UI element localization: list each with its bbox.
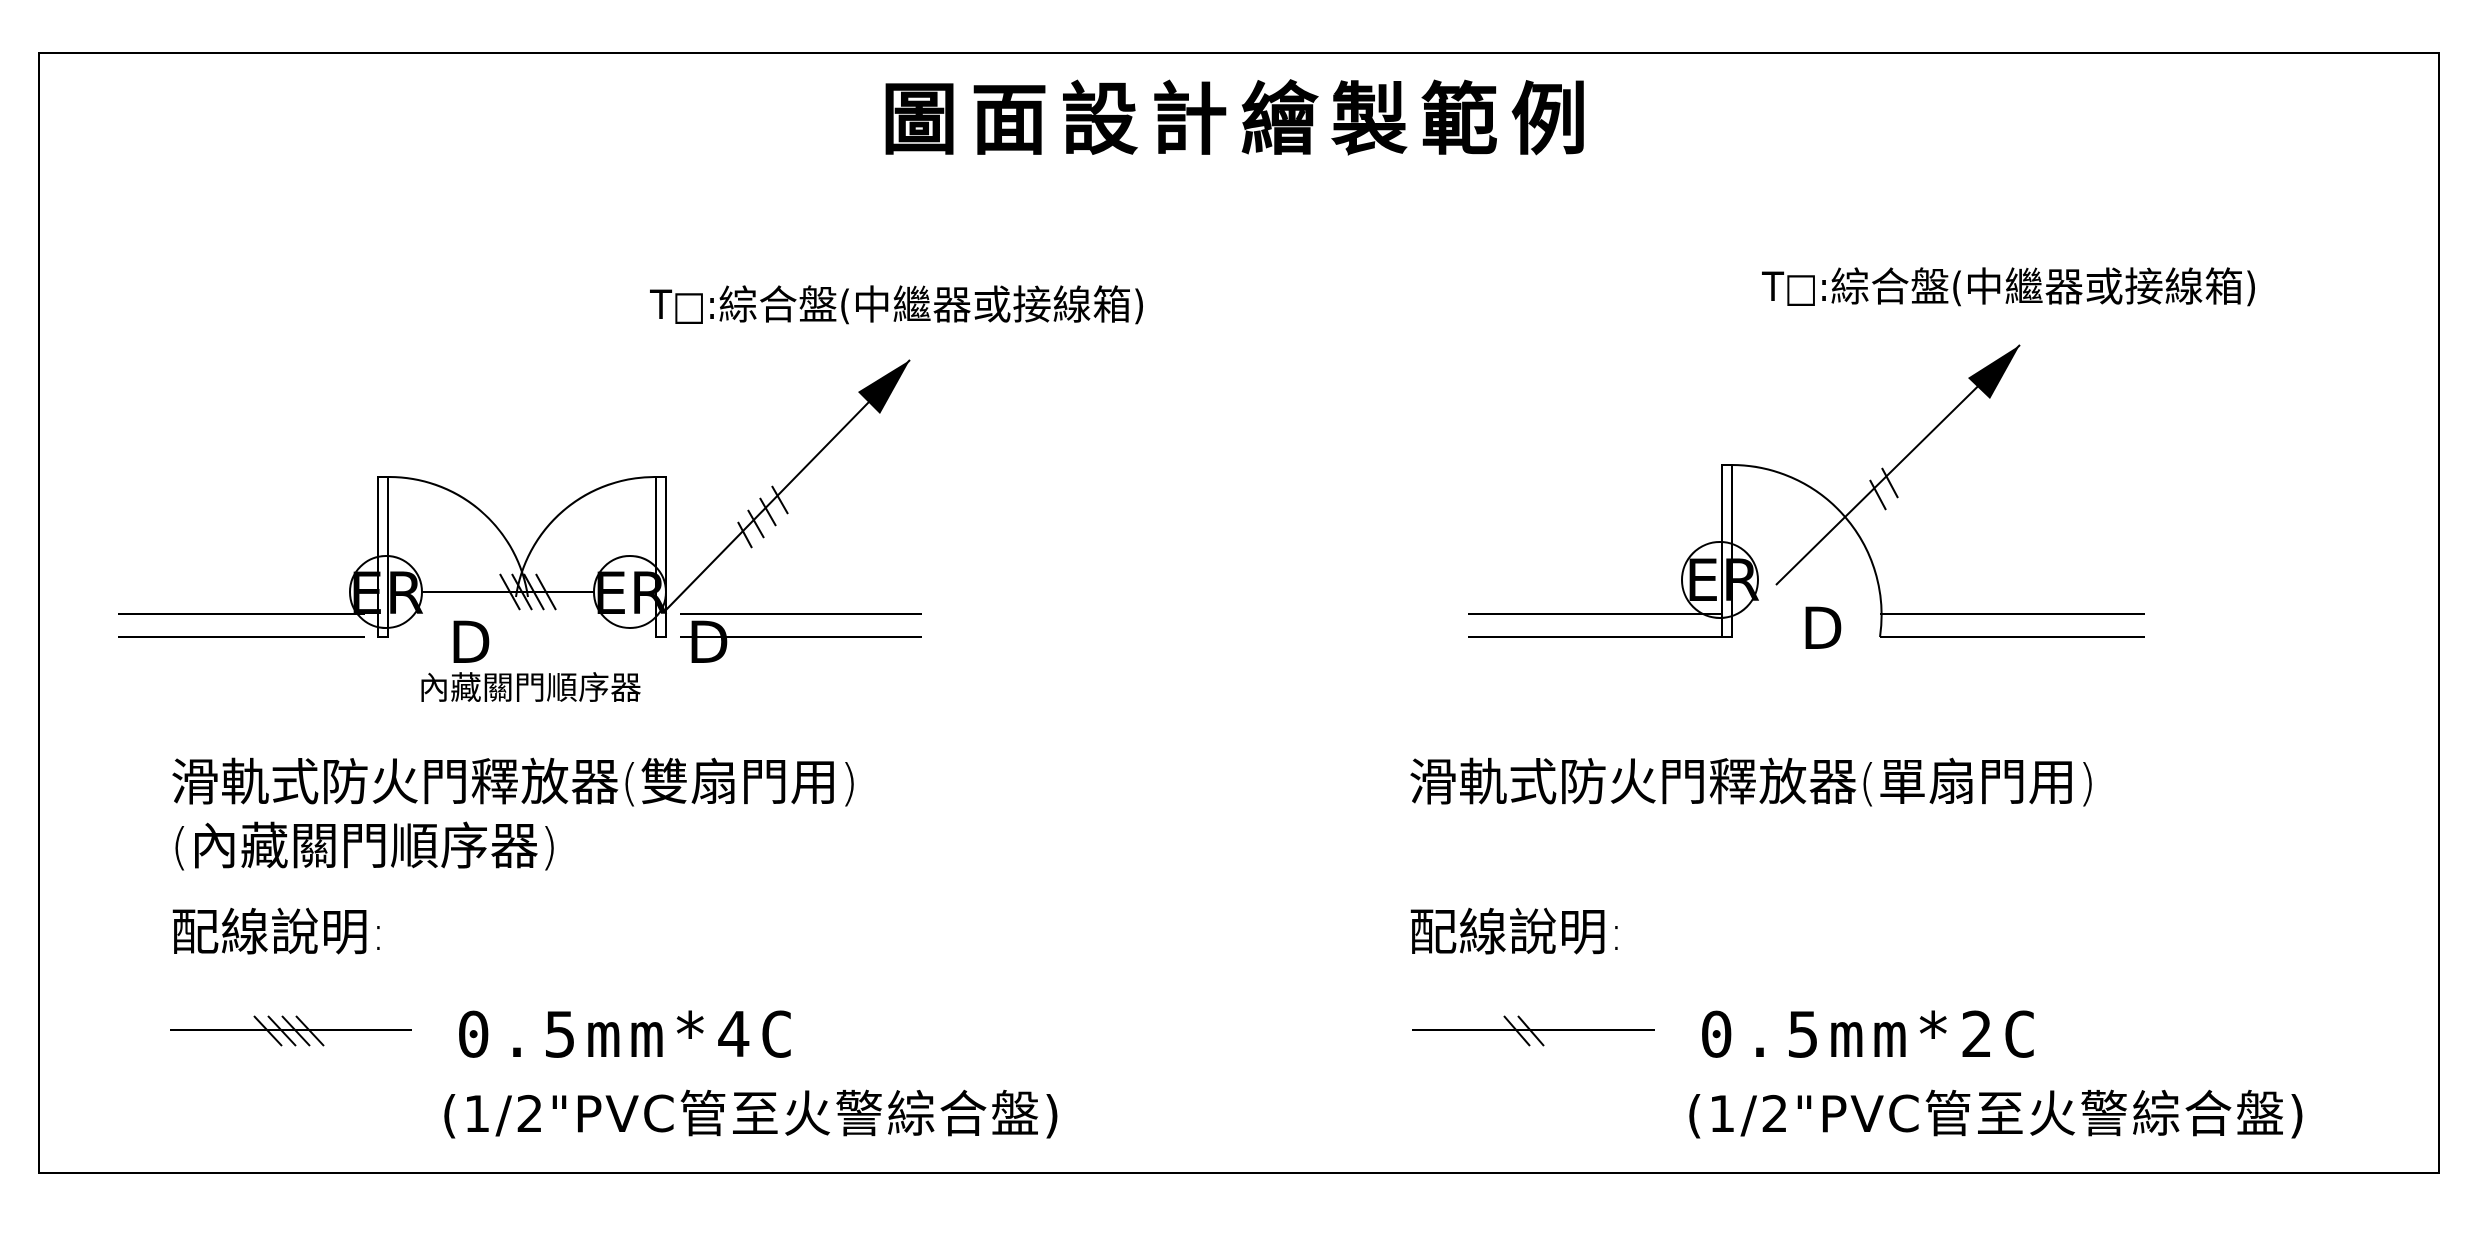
page-title: 圖面設計繪製範例 (880, 75, 1601, 166)
left-d-label-2: D (686, 609, 731, 677)
left-door-swing-2 (515, 475, 657, 598)
left-caption-line2: (內藏關門順序器) (170, 818, 560, 876)
right-arrow-head (1968, 345, 2020, 399)
drawing-frame (38, 52, 2440, 1174)
right-er-circle (1681, 541, 1759, 619)
left-d-label-1: D (448, 609, 493, 677)
left-arrow-label: T□:綜合盤(中繼器或接線箱) (650, 283, 1147, 329)
right-wiring-heading: 配線說明: (1408, 904, 1625, 962)
left-inline-note: 內藏關門順序器 (418, 669, 643, 707)
left-wiring-pipe: (1/2"PVC管至火警綜合盤) (440, 1086, 1064, 1144)
right-d-label: D (1800, 595, 1845, 663)
right-wiring-pipe: (1/2"PVC管至火警綜合盤) (1685, 1086, 2309, 1144)
left-er-label-1: ER (348, 560, 425, 628)
left-caption-line1: 滑軌式防火門釋放器(雙扇門用) (170, 754, 860, 812)
left-er-label-2: ER (592, 560, 669, 628)
right-caption-line1: 滑軌式防火門釋放器(單扇門用) (1408, 754, 2098, 812)
right-door-leaf (1721, 464, 1733, 638)
right-wiring-spec: 0.5mm*2C (1698, 999, 2045, 1072)
left-arrow-head (858, 360, 910, 414)
left-door-leaf-2 (655, 476, 667, 638)
left-wiring-spec: 0.5mm*4C (455, 999, 802, 1072)
left-wiring-heading: 配線說明: (170, 904, 387, 962)
right-arrow-label: T□:綜合盤(中繼器或接線箱) (1762, 265, 2259, 311)
right-er-label: ER (1684, 547, 1761, 615)
